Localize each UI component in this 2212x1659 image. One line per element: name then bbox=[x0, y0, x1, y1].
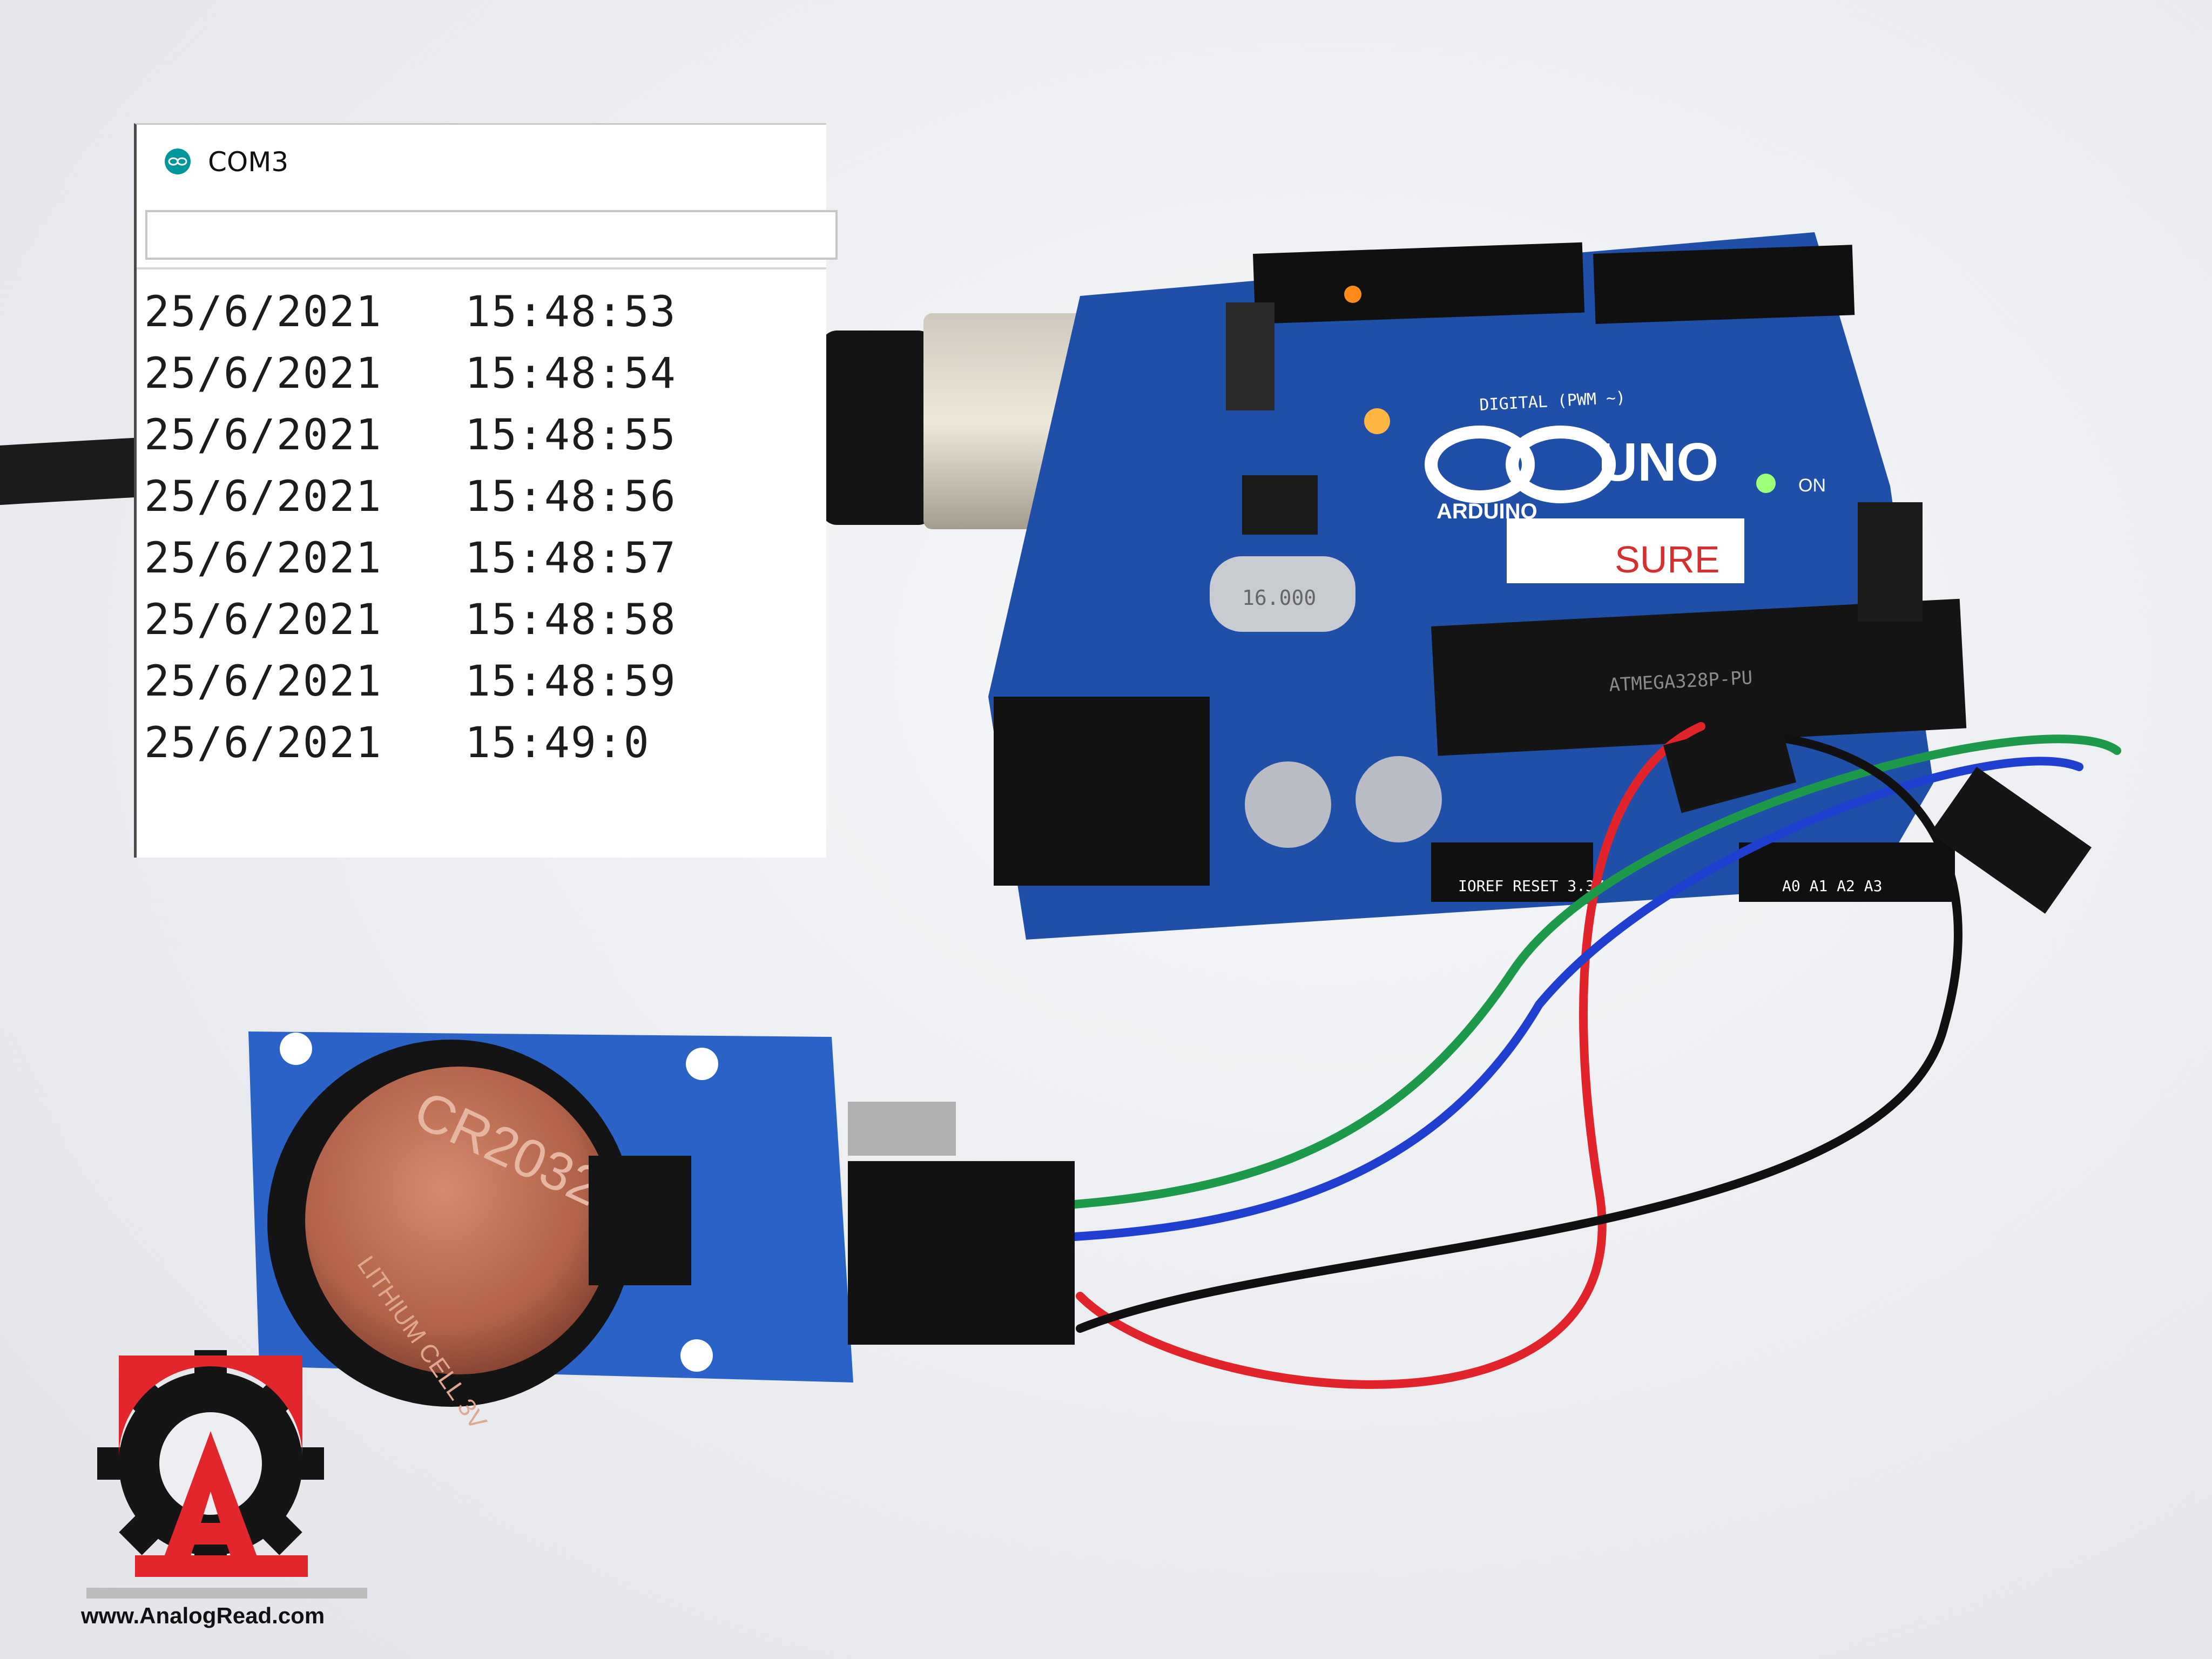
arduino-uno-board: UNO ARDUINO DIGITAL (PWM ~) ON SURE 16.0… bbox=[988, 232, 1967, 940]
line-time: 15:48:59 bbox=[465, 657, 677, 706]
line-date: 25/6/2021 bbox=[144, 288, 382, 336]
line-date: 25/6/2021 bbox=[144, 719, 382, 767]
line-time: 15:48:58 bbox=[465, 596, 677, 644]
line-time: 15:48:56 bbox=[465, 473, 677, 521]
svg-text:16.000: 16.000 bbox=[1242, 586, 1316, 610]
rtc-ds3231-module: CR2032 LITHIUM CELL 3V bbox=[248, 1031, 1075, 1435]
serial-line: 25/6/2021 15:49:0 bbox=[144, 712, 677, 774]
line-time: 15:48:54 bbox=[465, 349, 677, 398]
serial-send-input[interactable] bbox=[145, 210, 838, 260]
line-date: 25/6/2021 bbox=[144, 534, 382, 583]
serial-line: 25/6/2021 15:48:55 bbox=[144, 404, 677, 466]
serial-line: 25/6/2021 15:48:54 bbox=[144, 343, 677, 404]
line-date: 25/6/2021 bbox=[144, 411, 382, 460]
serial-monitor-window: COM3 25/6/2021 15:48:53 25/6/2021 15:48:54… bbox=[134, 123, 838, 858]
line-date: 25/6/2021 bbox=[144, 657, 382, 706]
serial-line: 25/6/2021 15:48:56 bbox=[144, 466, 677, 528]
divider bbox=[137, 267, 826, 269]
serial-line: 25/6/2021 15:48:58 bbox=[144, 589, 677, 651]
serial-line: 25/6/2021 15:48:57 bbox=[144, 528, 677, 589]
svg-text:A0 A1 A2 A3: A0 A1 A2 A3 bbox=[1782, 877, 1882, 895]
window-titlebar: COM3 bbox=[137, 125, 826, 198]
jumper-wires bbox=[1070, 722, 2121, 1389]
svg-text:IOREF RESET 3.3V: IOREF RESET 3.3V bbox=[1458, 877, 1604, 895]
site-url: www.AnalogRead.com bbox=[81, 1603, 325, 1628]
line-time: 15:48:53 bbox=[465, 288, 677, 336]
line-date: 25/6/2021 bbox=[144, 473, 382, 521]
line-date: 25/6/2021 bbox=[144, 349, 382, 398]
serial-output: 25/6/2021 15:48:53 25/6/2021 15:48:54 25/6… bbox=[144, 281, 677, 774]
serial-line: 25/6/2021 15:48:59 bbox=[144, 651, 677, 712]
line-time: 15:48:55 bbox=[465, 411, 677, 460]
svg-text:SURE: SURE bbox=[1615, 538, 1719, 581]
arduino-app-icon bbox=[165, 149, 191, 174]
uno-logo-text: UNO bbox=[1599, 432, 1718, 493]
line-time: 15:48:57 bbox=[465, 534, 677, 583]
svg-text:ON: ON bbox=[1798, 475, 1826, 496]
line-time: 15:49:0 bbox=[465, 719, 650, 767]
window-title: COM3 bbox=[208, 146, 289, 178]
analogread-logo bbox=[86, 1350, 367, 1599]
line-date: 25/6/2021 bbox=[144, 596, 382, 644]
serial-line: 25/6/2021 15:48:53 bbox=[144, 281, 677, 343]
